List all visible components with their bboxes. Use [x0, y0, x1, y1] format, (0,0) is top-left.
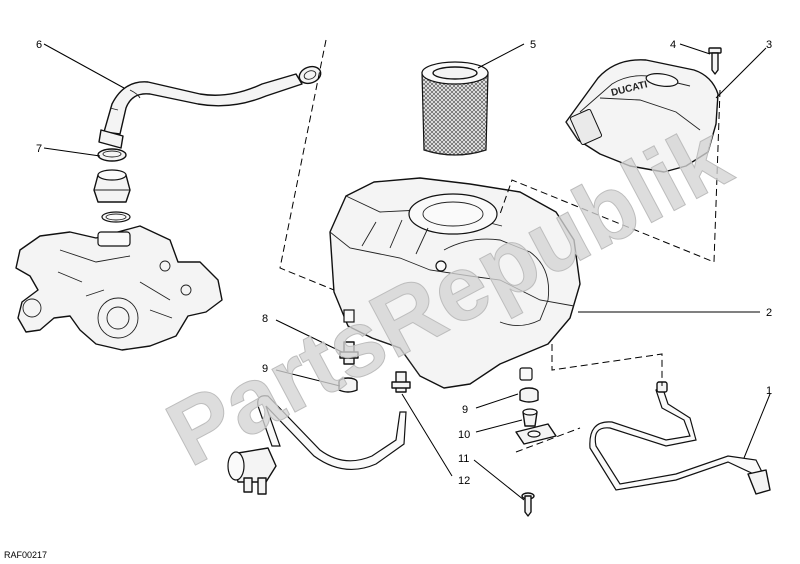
- leader-lines: [43, 43, 771, 501]
- callout-11: 11: [458, 453, 469, 465]
- air-filter-part-5[interactable]: [421, 61, 489, 156]
- drain-valve: [227, 447, 277, 495]
- engine-crankcase: [15, 225, 223, 351]
- breather-fitting: [93, 169, 131, 223]
- callout-5: 5: [530, 39, 536, 51]
- spacer-part-10[interactable]: [522, 408, 538, 427]
- cover-screw-part-4[interactable]: [708, 47, 722, 75]
- callout-7: 7: [36, 143, 42, 155]
- callout-9-right: 9: [462, 404, 468, 416]
- callout-1: 1: [766, 385, 772, 397]
- callout-9-left: 9: [262, 363, 268, 375]
- callout-6: 6: [36, 39, 42, 51]
- callout-8: 8: [262, 313, 268, 325]
- hose-clamp-part-7[interactable]: [97, 148, 127, 162]
- airbox-cover-part-3[interactable]: DUCATI: [565, 59, 719, 173]
- callout-12: 12: [458, 475, 470, 487]
- drain-hose: [257, 395, 407, 470]
- watermark-text: PartsRepublik: [152, 105, 747, 486]
- bolt-part-11[interactable]: [521, 492, 535, 517]
- connector-part-12[interactable]: [391, 371, 411, 393]
- callout-2: 2: [766, 307, 772, 319]
- breather-hose-part-6[interactable]: [98, 64, 323, 149]
- callout-3: 3: [766, 39, 772, 51]
- mounting-bracket: [515, 423, 557, 445]
- fitting-part-8[interactable]: [339, 341, 359, 365]
- assembly-dashed-lines: [279, 39, 721, 453]
- fuel-tank-part-2[interactable]: [329, 177, 581, 389]
- callout-10: 10: [458, 429, 470, 441]
- callout-4: 4: [670, 39, 676, 51]
- drawing-code: RAF00217: [4, 550, 47, 560]
- vent-hose-part-1[interactable]: [589, 381, 771, 495]
- grommet-part-9-right[interactable]: [519, 387, 539, 403]
- grommet-part-9-left[interactable]: [338, 377, 358, 393]
